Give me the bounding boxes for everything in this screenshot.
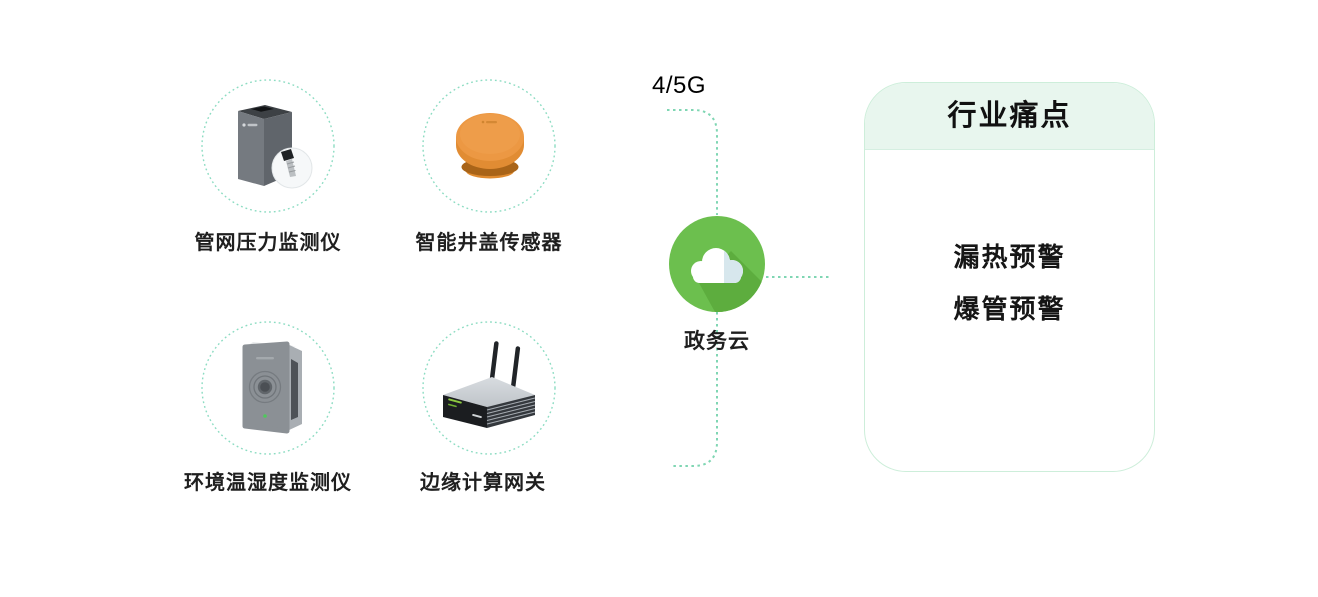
device-ring: [201, 321, 335, 455]
pressure-monitor-icon: [238, 105, 313, 189]
network-label: 4/5G: [652, 72, 707, 99]
device-label-env-temp-humidity-monitor: 环境温湿度监测仪: [184, 472, 352, 494]
device-env-temp-humidity-monitor: [201, 321, 335, 455]
device-label-edge-computing-gateway: 边缘计算网关: [420, 472, 546, 494]
pain-points-panel: 行业痛点 漏热预警 爆管预警: [864, 82, 1155, 472]
device-ring: [422, 79, 556, 213]
cloud-icon: [669, 216, 765, 312]
device-label-smart-manhole-sensor: 智能井盖传感器: [415, 232, 563, 254]
cloud-node: [669, 216, 765, 312]
device-ring: [201, 79, 335, 213]
connector-top-to-cloud: [667, 109, 718, 215]
pain-point-item: 漏热预警: [953, 242, 1066, 272]
manhole-sensor-icon: [456, 113, 524, 179]
device-smart-manhole-sensor: [422, 79, 556, 213]
env-monitor-icon: [242, 341, 302, 434]
pain-point-item: 爆管预警: [953, 294, 1066, 324]
cloud-label: 政务云: [684, 330, 750, 353]
device-edge-computing-gateway: [422, 321, 556, 455]
device-label-pipe-pressure-monitor: 管网压力监测仪: [194, 232, 342, 254]
panel-body: 漏热预警 爆管预警: [865, 150, 1154, 326]
device-pipe-pressure-monitor: [201, 79, 335, 213]
edge-gateway-icon: [443, 341, 536, 428]
device-ring: [422, 321, 556, 455]
panel-title: 行业痛点: [865, 83, 1154, 150]
